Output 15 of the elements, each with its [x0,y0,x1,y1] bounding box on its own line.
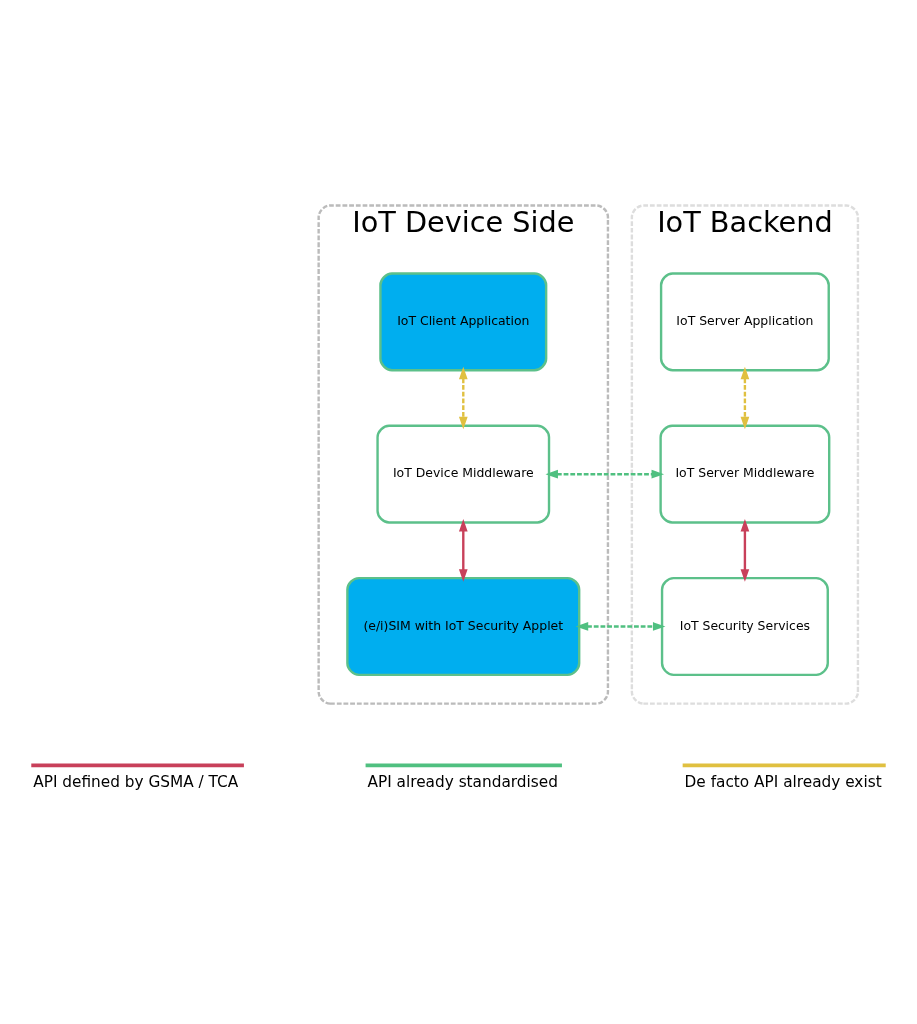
node-box: IoT Device Middleware [376,424,551,524]
arrow [458,518,468,582]
node-box: IoT Server Middleware [659,424,831,524]
legend-label: De facto API already exist [684,772,882,791]
node-box: IoT Client Application [379,271,548,371]
arrow [740,366,750,429]
legend-label: API already standardised [367,772,558,791]
node-box: (e/i)SIM with IoT Security Applet [346,576,581,676]
arrow [740,518,750,582]
arrow [545,469,664,479]
arrow [575,621,666,631]
node-box: IoT Security Services [660,576,829,676]
arrow [458,366,468,429]
node-box: IoT Server Application [659,271,830,371]
legend-label: API defined by GSMA / TCA [33,772,239,791]
